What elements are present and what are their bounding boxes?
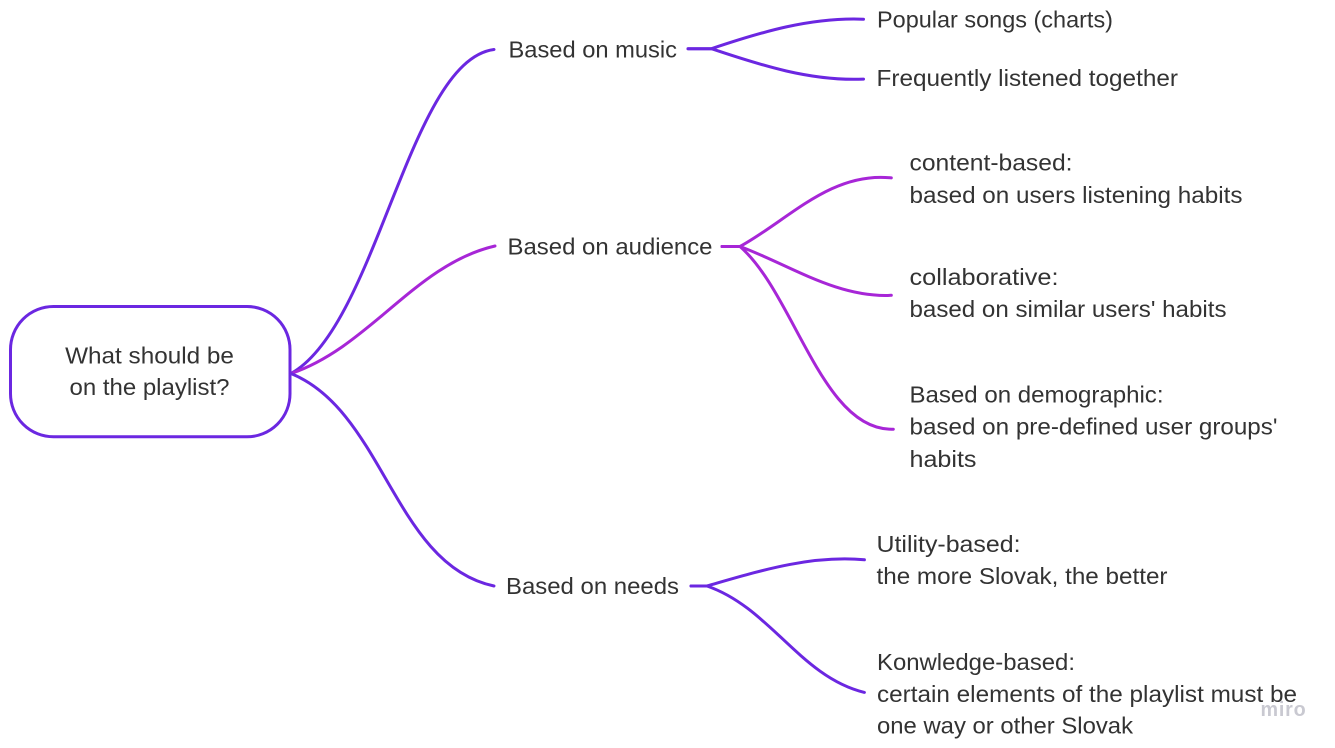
svg-text:certain elements of the playli: certain elements of the playlist must be <box>877 681 1297 707</box>
svg-text:habits: habits <box>910 446 977 472</box>
svg-text:Utility-based:: Utility-based: <box>877 531 1021 557</box>
svg-text:on the playlist?: on the playlist? <box>70 374 230 400</box>
svg-text:based on users listening habit: based on users listening habits <box>910 182 1243 208</box>
svg-text:collaborative:: collaborative: <box>910 264 1059 290</box>
svg-text:miro: miro <box>1261 699 1307 721</box>
svg-text:Konwledge-based:: Konwledge-based: <box>877 649 1075 675</box>
svg-text:Based on demographic:: Based on demographic: <box>910 381 1164 407</box>
svg-text:Popular songs (charts): Popular songs (charts) <box>877 7 1113 33</box>
svg-text:Based on needs: Based on needs <box>506 573 679 599</box>
svg-text:Based on audience: Based on audience <box>508 234 713 260</box>
svg-text:one way or other Slovak: one way or other Slovak <box>877 712 1133 738</box>
svg-text:based on similar users' habits: based on similar users' habits <box>910 296 1227 322</box>
svg-text:the more Slovak, the better: the more Slovak, the better <box>877 563 1168 589</box>
svg-text:What should be: What should be <box>65 343 234 369</box>
svg-text:content-based:: content-based: <box>910 150 1073 176</box>
svg-text:based on pre-defined user grou: based on pre-defined user groups' <box>910 414 1278 440</box>
svg-text:Frequently listened together: Frequently listened together <box>877 65 1179 91</box>
svg-text:Based on music: Based on music <box>509 37 678 63</box>
